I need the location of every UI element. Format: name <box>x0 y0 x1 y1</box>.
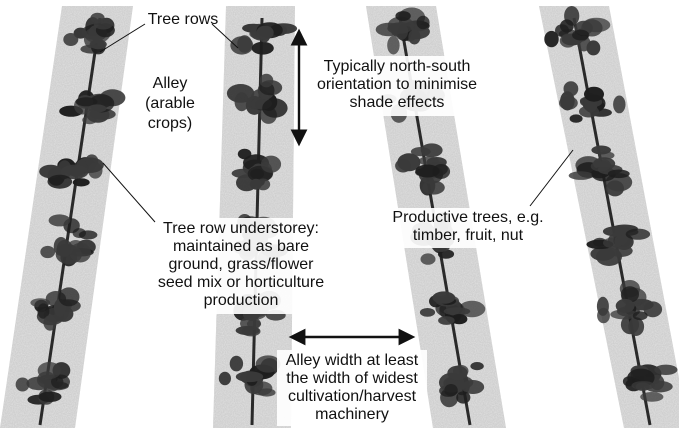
orientation-line-1: Typically north-south <box>306 58 488 76</box>
alley-line-1: Alley <box>130 74 210 94</box>
orientation-line-3: shade effects <box>306 94 488 112</box>
label-alley-width: Alley width at least the width of widest… <box>272 352 432 424</box>
label-alley: Alley (arable crops) <box>130 74 210 134</box>
alley-width-line-1: Alley width at least <box>272 352 432 370</box>
understorey-line-2: maintained as bare <box>136 238 346 256</box>
understorey-line-4: seed mix or horticulture <box>136 274 346 292</box>
leader-understorey <box>103 163 155 222</box>
tree-rows-text: Tree rows <box>148 11 219 28</box>
understorey-line-5: production <box>136 292 346 310</box>
understorey-line-1: Tree row understorey: <box>136 220 346 238</box>
productive-line-1: Productive trees, e.g. <box>380 209 556 227</box>
alley-width-line-4: machinery <box>272 406 432 424</box>
productive-line-2: timber, fruit, nut <box>380 227 556 245</box>
orientation-line-2: orientation to minimise <box>306 76 488 94</box>
leader-productive-trees <box>530 150 573 206</box>
label-tree-rows: Tree rows <box>135 11 231 29</box>
alley-width-line-3: cultivation/harvest <box>272 388 432 406</box>
alley-width-line-2: the width of widest <box>272 370 432 388</box>
label-productive-trees: Productive trees, e.g. timber, fruit, nu… <box>380 209 556 245</box>
label-orientation: Typically north-south orientation to min… <box>306 58 488 112</box>
alley-line-3: crops) <box>130 114 210 134</box>
understorey-line-3: ground, grass/flower <box>136 256 346 274</box>
label-understorey: Tree row understorey: maintained as bare… <box>136 220 346 310</box>
alley-line-2: (arable <box>130 94 210 114</box>
